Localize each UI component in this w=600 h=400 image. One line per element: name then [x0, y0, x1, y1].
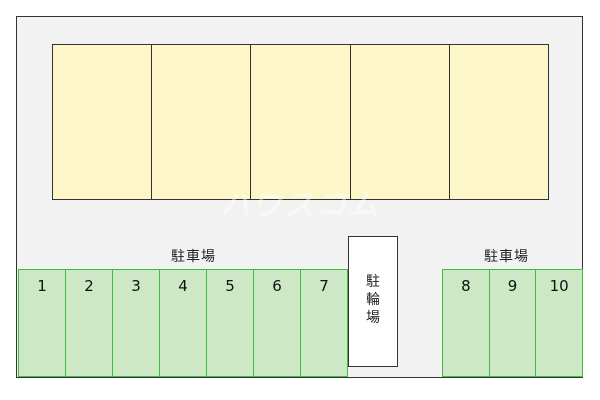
parking-row-left: 1 2 3 4 5 6 7	[18, 269, 348, 377]
parking-space: 1	[19, 270, 66, 376]
parking-space: 4	[160, 270, 207, 376]
building-unit	[251, 45, 351, 199]
parking-space-number: 8	[461, 277, 471, 295]
parking-space: 10	[536, 270, 582, 376]
parking-space-number: 4	[178, 277, 188, 295]
building-unit	[152, 45, 252, 199]
parking-space-number: 10	[549, 277, 569, 295]
apartment-building	[52, 44, 549, 200]
bicycle-parking: 駐 輪 場	[348, 236, 398, 367]
parking-label-right: 駐車場	[484, 249, 529, 265]
parking-row-right: 8 9 10	[442, 269, 583, 377]
bicycle-parking-char: 駐	[366, 274, 380, 290]
parking-space-number: 2	[84, 277, 94, 295]
parking-space: 9	[490, 270, 537, 376]
building-unit	[449, 45, 549, 199]
building-unit	[53, 45, 153, 199]
parking-space-number: 9	[507, 277, 518, 295]
bicycle-parking-char: 輪	[366, 292, 380, 308]
parking-space-number: 3	[131, 277, 141, 295]
parking-space: 6	[254, 270, 301, 376]
parking-space: 8	[443, 270, 490, 376]
parking-label-left: 駐車場	[171, 249, 216, 265]
bicycle-parking-label: 駐 輪 場	[349, 273, 397, 327]
parking-space: 5	[207, 270, 254, 376]
parking-space-number: 1	[37, 277, 47, 295]
building-unit	[350, 45, 450, 199]
parking-space: 2	[66, 270, 113, 376]
parking-space: 7	[301, 270, 347, 376]
parking-space-number: 6	[272, 277, 282, 295]
bicycle-parking-char: 場	[366, 310, 380, 326]
parking-space-number: 7	[319, 277, 329, 295]
parking-space-number: 5	[225, 277, 235, 295]
parking-space: 3	[113, 270, 160, 376]
